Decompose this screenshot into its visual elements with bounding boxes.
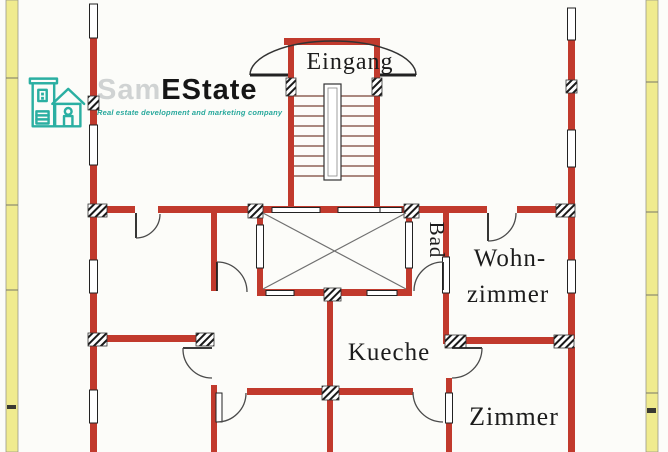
door-bath [413, 261, 444, 292]
page-edge-strips [5, 0, 659, 452]
door-hall-near-shaft [216, 261, 248, 293]
door-room-zimmer [451, 347, 483, 379]
door-lower-left-room [182, 347, 213, 379]
room-label-kitchen: Kueche [348, 339, 430, 366]
room-label-room: Zimmer [469, 402, 559, 431]
doors [135, 212, 517, 423]
room-label-living-line1: Wohn- [474, 245, 546, 272]
page-edge-right [645, 0, 659, 452]
door-bottom-middle-left [216, 392, 247, 423]
entrance-canopy [249, 40, 417, 77]
door-bottom-middle-right [412, 391, 444, 423]
edge-ticks [6, 77, 658, 413]
room-label-bath: Bad [425, 222, 449, 259]
wall-hatch-blocks [87, 77, 578, 401]
staircase [294, 83, 374, 181]
room-label-living-line2: zimmer [467, 281, 549, 308]
brand-name: SamEState [97, 76, 282, 105]
brand-watermark: SamEState Real estate development and ma… [28, 70, 282, 134]
brand-tagline: Real estate development and marketing co… [97, 108, 283, 117]
room-labels: Eingang Bad Wohn- zimmer Kueche Zimmer [307, 49, 559, 431]
brand-name-black: EState [161, 74, 258, 106]
page-edge-left [5, 0, 19, 452]
door-upper-left-room [135, 213, 161, 239]
windows [89, 3, 576, 424]
shaft-cross [262, 212, 407, 290]
brand-text: SamEState Real estate development and ma… [97, 70, 283, 118]
room-label-entrance: Eingang [307, 49, 394, 75]
brand-name-gray: Sam [97, 74, 162, 106]
door-living-room [487, 212, 517, 242]
houses-icon [28, 77, 86, 128]
stair-stringer [323, 83, 342, 181]
